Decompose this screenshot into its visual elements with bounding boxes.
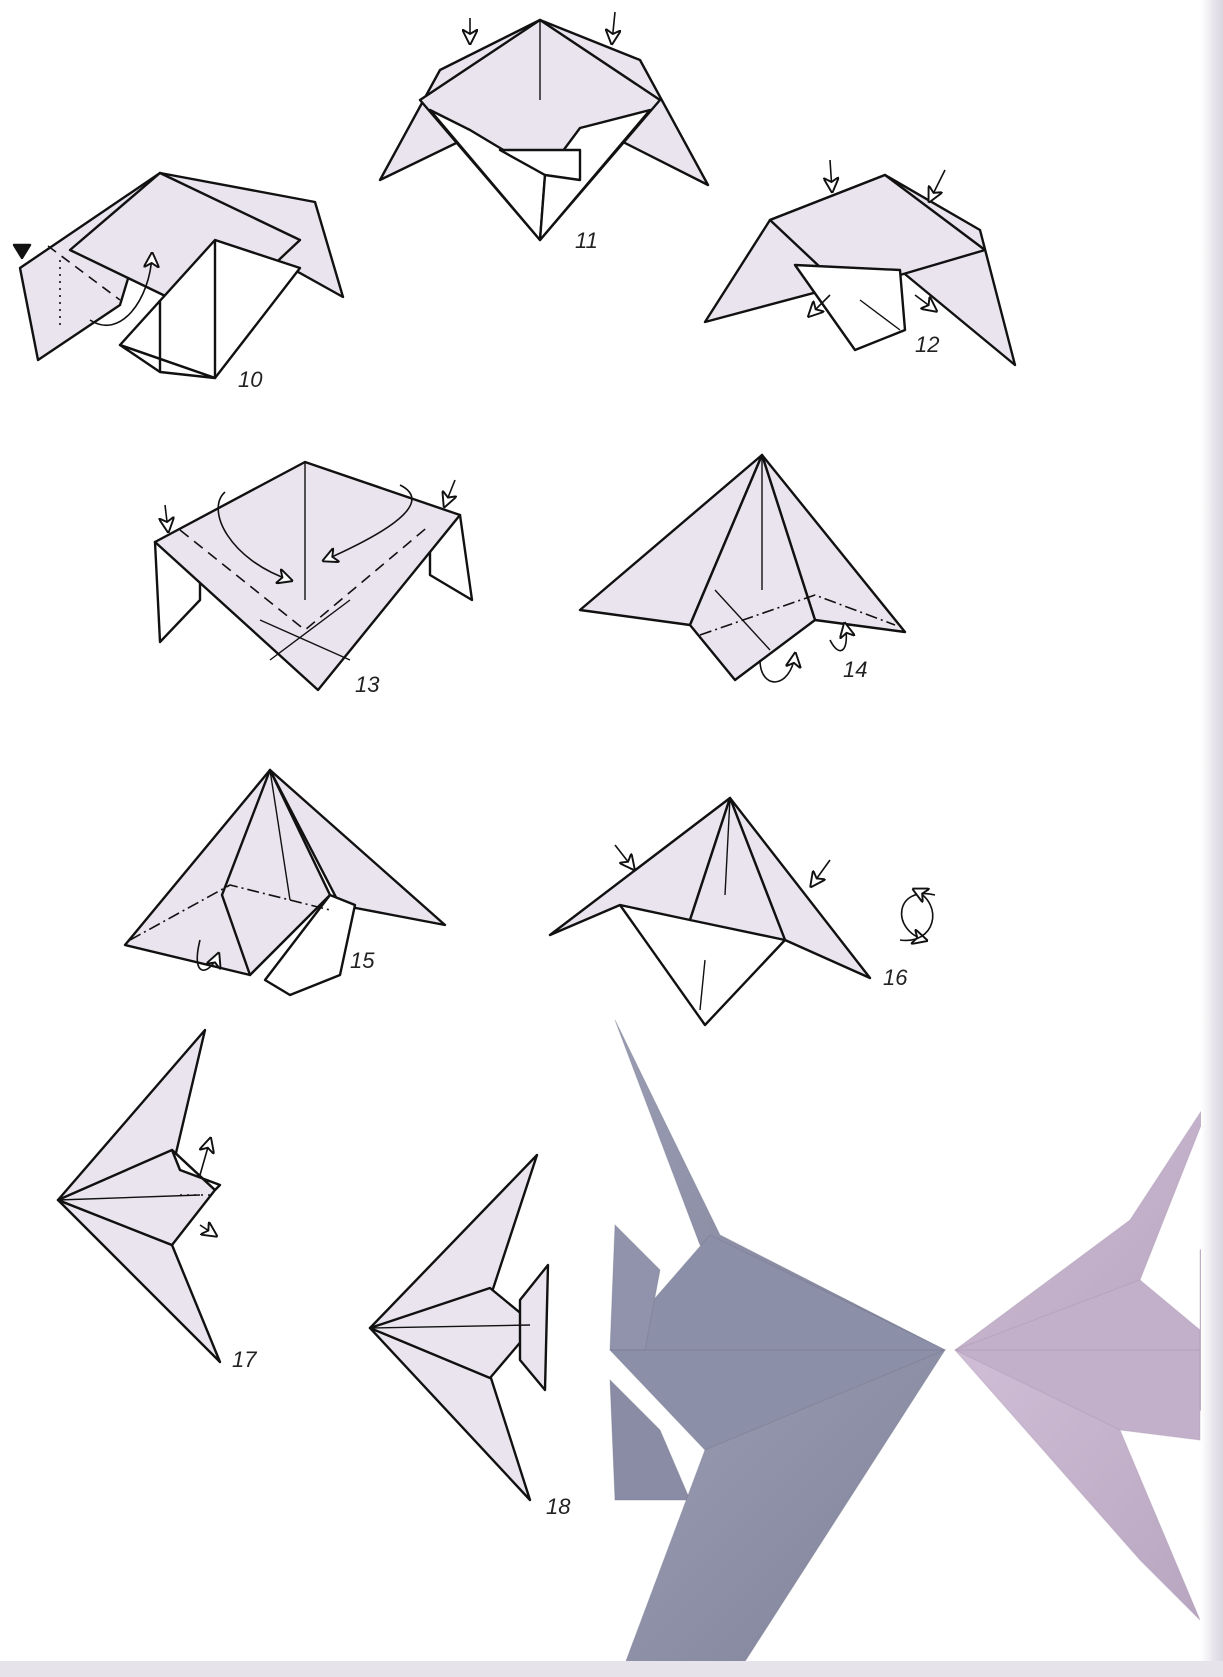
step-10-label: 10 — [238, 367, 263, 392]
blue-fish-photo — [610, 1020, 945, 1677]
step-14-diagram — [580, 455, 905, 682]
step-15-diagram — [125, 770, 445, 995]
step-17-label: 17 — [232, 1347, 257, 1372]
step-14-label: 14 — [843, 657, 867, 682]
step-16-diagram — [550, 798, 935, 1025]
pink-fish-photo — [955, 1090, 1215, 1620]
step-18-label: 18 — [546, 1494, 571, 1519]
step-12-diagram — [705, 160, 1015, 365]
step-17-diagram — [58, 1030, 220, 1362]
step-15-label: 15 — [350, 948, 375, 973]
step-12-label: 12 — [915, 332, 939, 357]
step-10-diagram — [14, 173, 343, 378]
step-11-label: 11 — [575, 228, 598, 253]
step-18-diagram — [370, 1155, 548, 1500]
step-11-diagram — [380, 12, 708, 240]
step-13-diagram — [155, 462, 472, 690]
page-bottom-edge — [0, 1661, 1223, 1677]
page-edge — [1201, 0, 1223, 1677]
step-16-label: 16 — [883, 965, 908, 990]
step-13-label: 13 — [355, 672, 380, 697]
